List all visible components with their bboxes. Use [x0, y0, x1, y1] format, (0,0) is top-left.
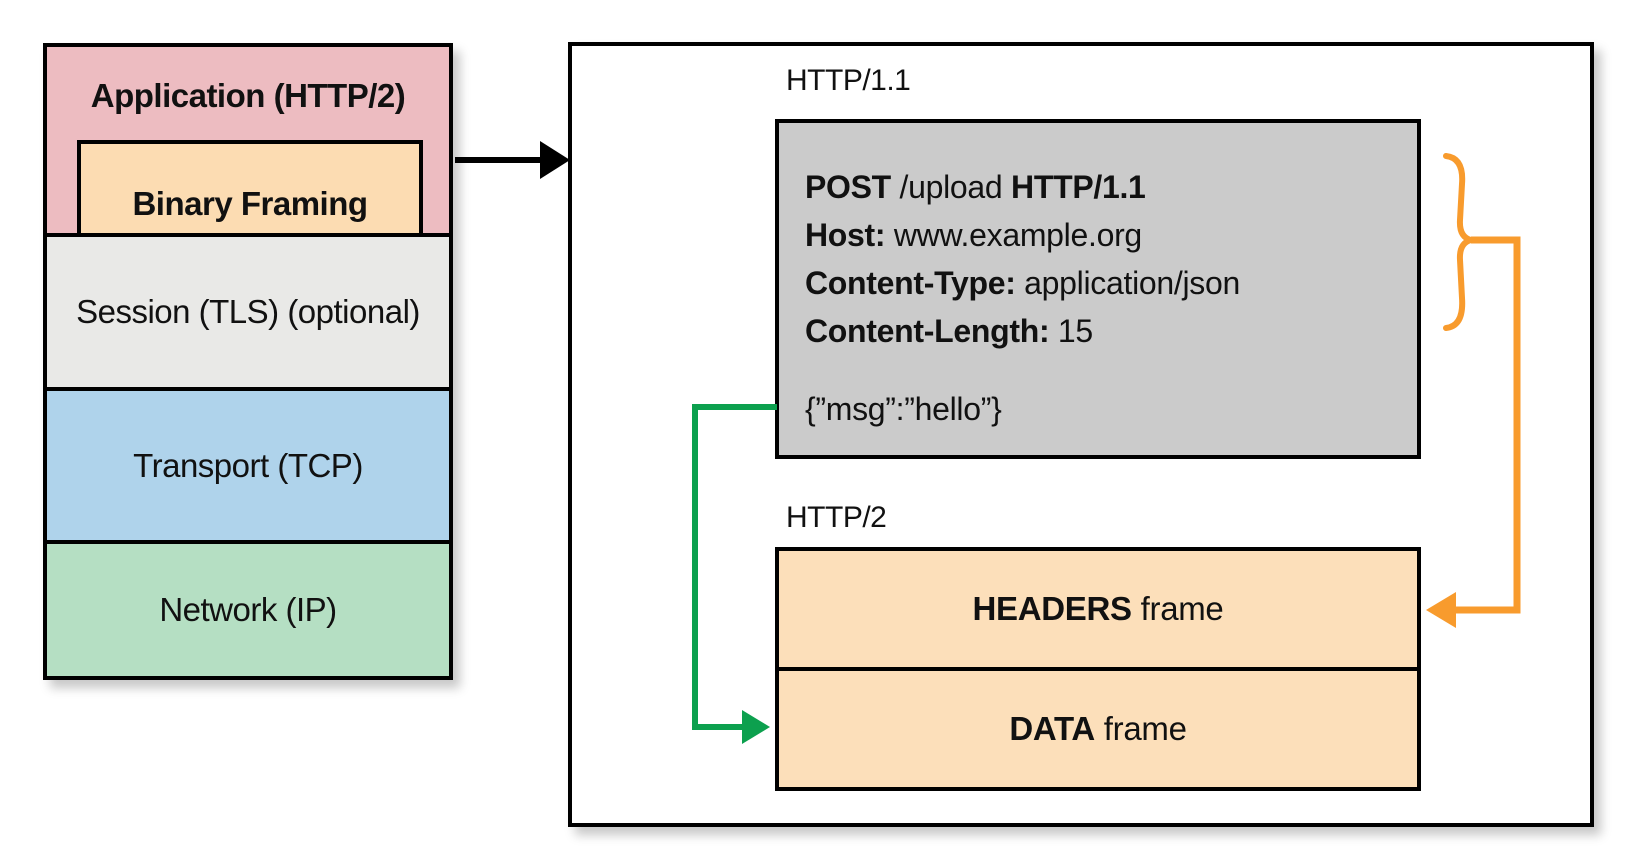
- request-line: POST /upload HTTP/1.1: [805, 163, 1417, 211]
- frame-name: DATA: [1009, 710, 1095, 747]
- stack-layer-session: Session (TLS) (optional): [47, 233, 449, 387]
- stack-layer-application: Application (HTTP/2) Binary Framing: [47, 47, 449, 237]
- black-arrow-icon: [455, 141, 570, 179]
- request-blank-line: [805, 355, 1417, 385]
- data-frame-row: DATA frame: [779, 671, 1417, 787]
- http11-request-box: POST /upload HTTP/1.1 Host: www.example.…: [775, 119, 1421, 459]
- session-label: Session (TLS) (optional): [76, 293, 420, 330]
- request-path: /upload: [890, 169, 1012, 205]
- network-label: Network (IP): [159, 591, 337, 628]
- header-name: Host:: [805, 217, 886, 253]
- header-name: Content-Type:: [805, 265, 1016, 301]
- stack-layer-transport: Transport (TCP): [47, 387, 449, 540]
- http11-section-label: HTTP/1.1: [786, 64, 911, 97]
- request-method: POST: [805, 169, 891, 205]
- headers-frame-row: HEADERS frame: [779, 551, 1417, 671]
- header-line-host: Host: www.example.org: [805, 211, 1417, 259]
- http2-section-label: HTTP/2: [786, 501, 887, 534]
- header-value: 15: [1049, 313, 1093, 349]
- frame-suffix: frame: [1131, 590, 1224, 627]
- header-line-content-type: Content-Type: application/json: [805, 259, 1417, 307]
- header-value: application/json: [1015, 265, 1240, 301]
- headers-frame-label: HEADERS frame: [973, 590, 1224, 628]
- transport-label: Transport (TCP): [133, 446, 363, 484]
- protocol-stack: Application (HTTP/2) Binary Framing Sess…: [43, 43, 453, 680]
- header-name: Content-Length:: [805, 313, 1050, 349]
- application-label: Application (HTTP/2): [90, 77, 406, 114]
- frame-name: HEADERS: [972, 590, 1133, 627]
- frame-suffix: frame: [1094, 710, 1187, 747]
- http2-frames-box: HEADERS frame DATA frame: [775, 547, 1421, 791]
- binary-framing-label: Binary Framing: [132, 184, 368, 222]
- header-value: www.example.org: [885, 217, 1142, 253]
- data-frame-label: DATA frame: [1009, 710, 1187, 748]
- request-body: {”msg”:”hello”}: [805, 391, 1002, 427]
- stack-layer-network: Network (IP): [47, 540, 449, 676]
- header-line-content-length: Content-Length: 15: [805, 307, 1417, 355]
- binary-framing-box: Binary Framing: [77, 140, 423, 237]
- request-version: HTTP/1.1: [1011, 169, 1146, 205]
